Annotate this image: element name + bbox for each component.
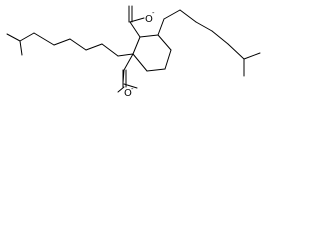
- molecule-structure: O - O -: [6, 5, 261, 99]
- left-alkyl-chain: [6, 32, 134, 57]
- bottom-oxygen-label: O: [124, 88, 132, 99]
- top-carboxylate-group: O -: [128, 5, 155, 38]
- top-oxygen-label: O: [145, 14, 153, 25]
- right-alkyl-chain: [157, 9, 261, 77]
- bottom-carboxylate-group: O -: [117, 53, 138, 99]
- top-oxygen-charge: -: [152, 9, 155, 17]
- bottom-oxygen-charge: -: [131, 85, 134, 93]
- cyclohexane-ring: [132, 34, 172, 72]
